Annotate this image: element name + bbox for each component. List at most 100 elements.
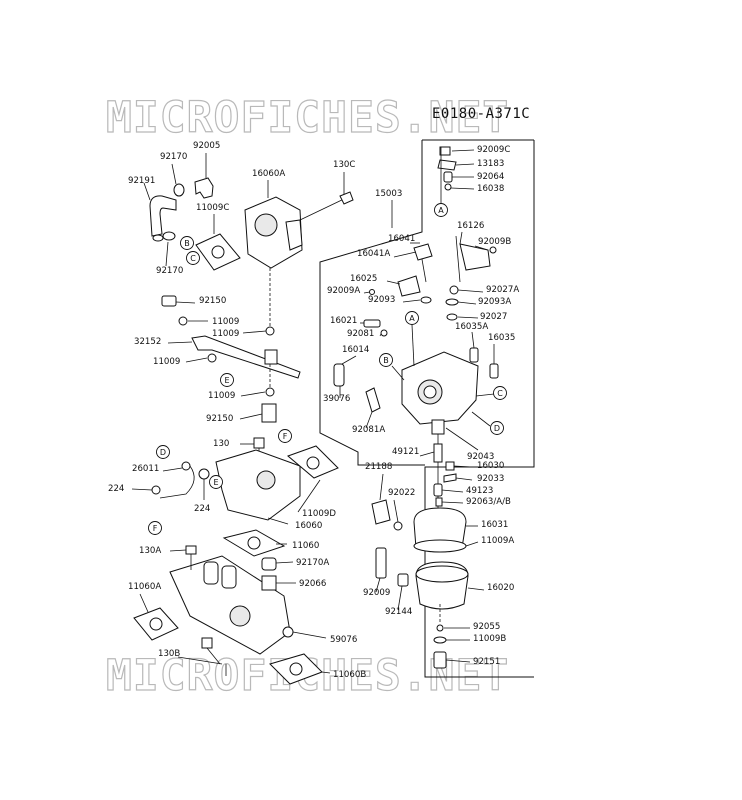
part-label-11009C: 11009C [196, 203, 229, 213]
part-label-130: 130 [213, 439, 229, 449]
part-label-16020: 16020 [487, 583, 514, 593]
part-label-11009-a: 11009 [212, 317, 239, 327]
callout-circle [379, 353, 393, 367]
part-label-92027A: 92027A [486, 285, 519, 295]
callout-circle [180, 236, 194, 250]
part-label-16060: 16060 [295, 521, 322, 531]
part-label-92043: 92043 [467, 452, 494, 462]
part-number-labels: 92005921709219116060A130C1500311009C9217… [108, 141, 519, 680]
part-label-11060B: 11060B [333, 670, 366, 680]
callout-letter: F [153, 524, 158, 533]
carburetor-parts [333, 146, 499, 669]
part-label-11009A: 11009A [481, 536, 514, 546]
part-label-16021: 16021 [330, 316, 357, 326]
carburetor-assembly-frame [319, 139, 535, 678]
callout-d-6: D [490, 421, 504, 435]
callout-circle [209, 475, 223, 489]
part-label-92144: 92144 [385, 607, 412, 617]
part-label-92093A: 92093A [478, 297, 511, 307]
part-label-13183: 13183 [477, 159, 504, 169]
part-label-130A: 130A [139, 546, 161, 556]
part-label-11060: 11060 [292, 541, 319, 551]
part-label-11009-b: 11009 [212, 329, 239, 339]
intake-parts-upper [143, 153, 354, 330]
callout-b-2: B [180, 236, 194, 250]
callout-f-10: F [278, 429, 292, 443]
part-label-92066: 92066 [299, 579, 326, 589]
part-label-130C: 130C [333, 160, 355, 170]
part-label-11009-c: 11009 [153, 357, 180, 367]
part-label-92033: 92033 [477, 474, 504, 484]
callout-f-11: F [148, 521, 162, 535]
callout-circle [186, 251, 200, 265]
part-label-92009B: 92009B [478, 237, 511, 247]
callout-c-5: C [493, 386, 507, 400]
callout-letter: E [224, 376, 229, 385]
callout-circle [490, 421, 504, 435]
part-label-92170A: 92170A [296, 558, 329, 568]
part-label-92055: 92055 [473, 622, 500, 632]
part-label-16041: 16041 [388, 234, 415, 244]
callout-letter: B [383, 356, 389, 365]
fuel-bracket-parts [161, 295, 301, 423]
callout-c-4: C [186, 251, 200, 265]
part-label-16025: 16025 [350, 274, 377, 284]
callout-letter: F [283, 432, 288, 441]
callout-circle [493, 386, 507, 400]
part-label-92022: 92022 [388, 488, 415, 498]
part-label-224-left: 224 [108, 484, 124, 494]
part-label-11009B: 11009B [473, 634, 506, 644]
part-label-92170-lower: 92170 [156, 266, 183, 276]
callout-circle [434, 203, 448, 217]
part-label-92150-lower: 92150 [206, 414, 233, 424]
callout-d-7: D [156, 445, 170, 459]
callout-circle [405, 311, 419, 325]
part-label-39076: 39076 [323, 394, 350, 404]
callout-a-1: A [405, 311, 419, 325]
part-label-92005: 92005 [193, 141, 220, 151]
callout-letter: A [409, 314, 415, 323]
callout-letter: E [213, 478, 218, 487]
callout-circle [156, 445, 170, 459]
callout-e-8: E [220, 373, 234, 387]
callout-letter: B [184, 239, 190, 248]
callout-letter: D [494, 424, 500, 433]
part-label-92064: 92064 [477, 172, 504, 182]
callout-circle [220, 373, 234, 387]
part-label-16126: 16126 [457, 221, 484, 231]
part-label-16035: 16035 [488, 333, 515, 343]
callout-circle [148, 521, 162, 535]
part-label-11009D: 11009D [302, 509, 336, 519]
part-label-59076: 59076 [330, 635, 357, 645]
part-label-16038: 16038 [477, 184, 504, 194]
part-label-15003: 15003 [375, 189, 402, 199]
callout-letter: C [497, 389, 503, 398]
part-label-92081: 92081 [347, 329, 374, 339]
part-label-92063AB: 92063/A/B [466, 497, 511, 507]
part-label-130B: 130B [158, 649, 180, 659]
callout-e-9: E [209, 475, 223, 489]
part-label-49121: 49121 [392, 447, 419, 457]
part-label-92009C: 92009C [477, 145, 510, 155]
part-label-26011: 26011 [132, 464, 159, 474]
watermark-top: MICROFICHES.NET [106, 93, 509, 143]
part-label-11009-d: 11009 [208, 391, 235, 401]
part-label-92151: 92151 [473, 657, 500, 667]
part-label-92150: 92150 [199, 296, 226, 306]
part-label-92191: 92191 [128, 176, 155, 186]
part-label-92027: 92027 [480, 312, 507, 322]
part-label-16035A: 16035A [455, 322, 488, 332]
callout-a-0: A [434, 203, 448, 217]
callout-circle [278, 429, 292, 443]
callout-b-3: B [379, 353, 393, 367]
part-label-16014: 16014 [342, 345, 369, 355]
part-label-92009A: 92009A [327, 286, 360, 296]
callout-letter: A [438, 206, 444, 215]
part-label-16031: 16031 [481, 520, 508, 530]
part-label-11060A: 11060A [128, 582, 161, 592]
callout-letter: D [160, 448, 166, 457]
part-label-92081A: 92081A [352, 425, 385, 435]
